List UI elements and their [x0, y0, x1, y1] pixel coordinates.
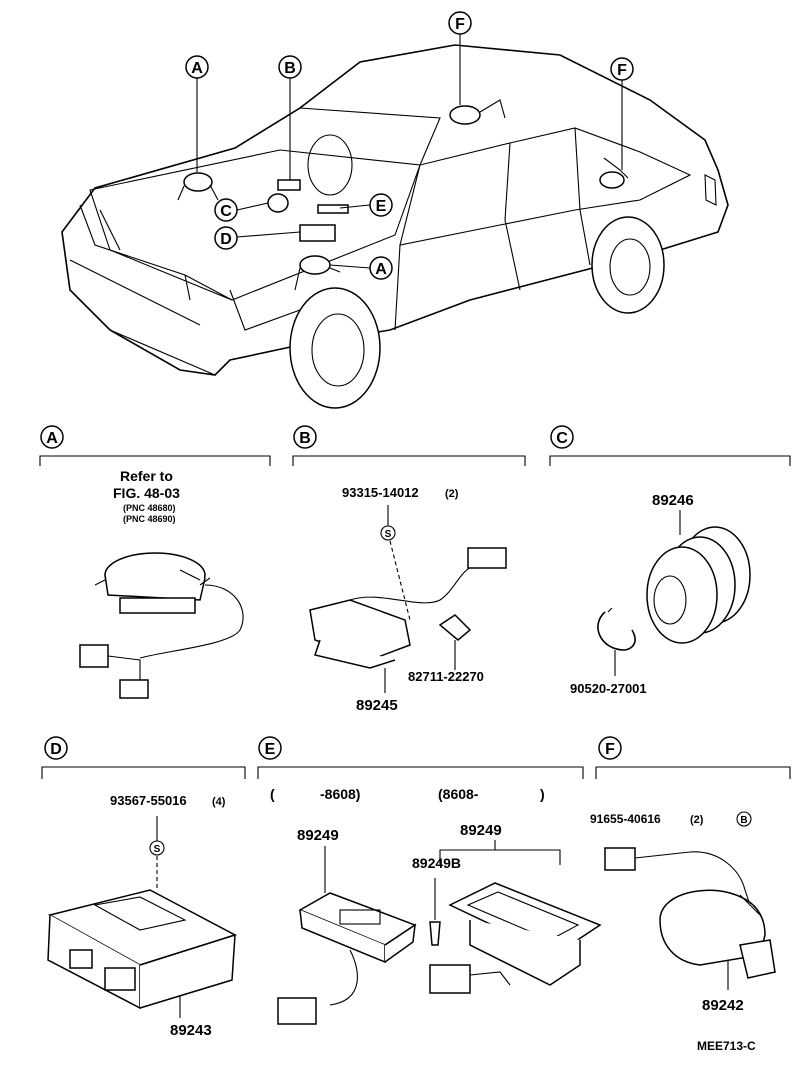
svg-text:(2): (2)	[445, 488, 459, 500]
section-b: B 93315-14012 (2) S 82711-22270 89245	[292, 425, 526, 714]
svg-text:E: E	[376, 198, 387, 215]
callout-d-top: D	[214, 226, 238, 250]
svg-text:-8608): -8608)	[320, 786, 360, 802]
callout-f-top-roof: F	[448, 11, 472, 35]
svg-text:(4): (4)	[212, 796, 226, 808]
svg-text:B: B	[740, 815, 747, 826]
callout-e-top: E	[369, 193, 393, 217]
svg-text:): )	[540, 786, 545, 802]
callout-a2-top: A	[369, 256, 393, 280]
car-illustration: A B C D E A F F	[61, 11, 729, 409]
svg-text:Refer to: Refer to	[120, 468, 173, 484]
section-f: F 91655-40616 (2) B 89242	[590, 736, 791, 1014]
figure-code: MEE713-C	[697, 1039, 756, 1053]
callout-c-top: C	[214, 198, 238, 222]
svg-text:89243: 89243	[170, 1022, 212, 1039]
svg-text:D: D	[220, 231, 232, 248]
svg-text:C: C	[220, 203, 232, 220]
svg-text:(8608-: (8608-	[438, 786, 479, 802]
svg-text:S: S	[154, 844, 161, 855]
actuator-89245	[309, 547, 507, 669]
svg-text:C: C	[556, 430, 568, 447]
svg-text:F: F	[605, 741, 615, 758]
svg-text:89249: 89249	[460, 822, 502, 839]
switch-89249-new	[429, 882, 602, 994]
section-e: E ( -8608) (8608- ) 89249 89249 89249B	[257, 736, 602, 1025]
svg-text:90520-27001: 90520-27001	[570, 681, 647, 696]
svg-text:FIG. 48-03: FIG. 48-03	[113, 485, 180, 501]
svg-text:89246: 89246	[652, 492, 694, 509]
svg-text:F: F	[455, 16, 465, 33]
switch-89249-old	[277, 892, 417, 1025]
motor-89242	[604, 847, 776, 979]
svg-text:F: F	[617, 62, 627, 79]
ecu-89243	[47, 889, 237, 1010]
svg-text:E: E	[265, 741, 276, 758]
pulley-89246	[646, 526, 751, 644]
svg-text:91655-40616: 91655-40616	[590, 812, 661, 826]
svg-text:B: B	[299, 430, 311, 447]
svg-text:(PNC 48690): (PNC 48690)	[123, 514, 176, 524]
svg-text:(2): (2)	[690, 814, 704, 826]
callout-f-top-rear: F	[610, 57, 634, 81]
section-d: D 93567-55016 (4) S 89243	[41, 736, 246, 1039]
svg-text:A: A	[46, 430, 58, 447]
svg-text:(PNC 48680): (PNC 48680)	[123, 503, 176, 513]
section-c: C 89246 90520-27001	[549, 425, 791, 696]
svg-text:89249: 89249	[297, 827, 339, 844]
svg-text:S: S	[385, 529, 392, 540]
callout-b-top: B	[278, 55, 302, 79]
svg-text:82711-22270: 82711-22270	[408, 669, 484, 684]
svg-text:89249B: 89249B	[412, 855, 461, 871]
svg-text:D: D	[50, 741, 62, 758]
section-a: A Refer to FIG. 48-03 (PNC 48680) (PNC 4…	[39, 425, 271, 699]
snap-ring-90520	[597, 607, 636, 651]
svg-text:(: (	[270, 786, 275, 802]
svg-text:A: A	[375, 261, 387, 278]
svg-text:89242: 89242	[702, 997, 744, 1014]
svg-text:B: B	[284, 60, 296, 77]
svg-text:A: A	[191, 60, 203, 77]
horn-assembly	[79, 552, 244, 699]
svg-text:93567-55016: 93567-55016	[110, 793, 187, 808]
callout-a-top: A	[185, 55, 209, 79]
svg-text:89245: 89245	[356, 697, 398, 714]
svg-text:93315-14012: 93315-14012	[342, 485, 419, 500]
